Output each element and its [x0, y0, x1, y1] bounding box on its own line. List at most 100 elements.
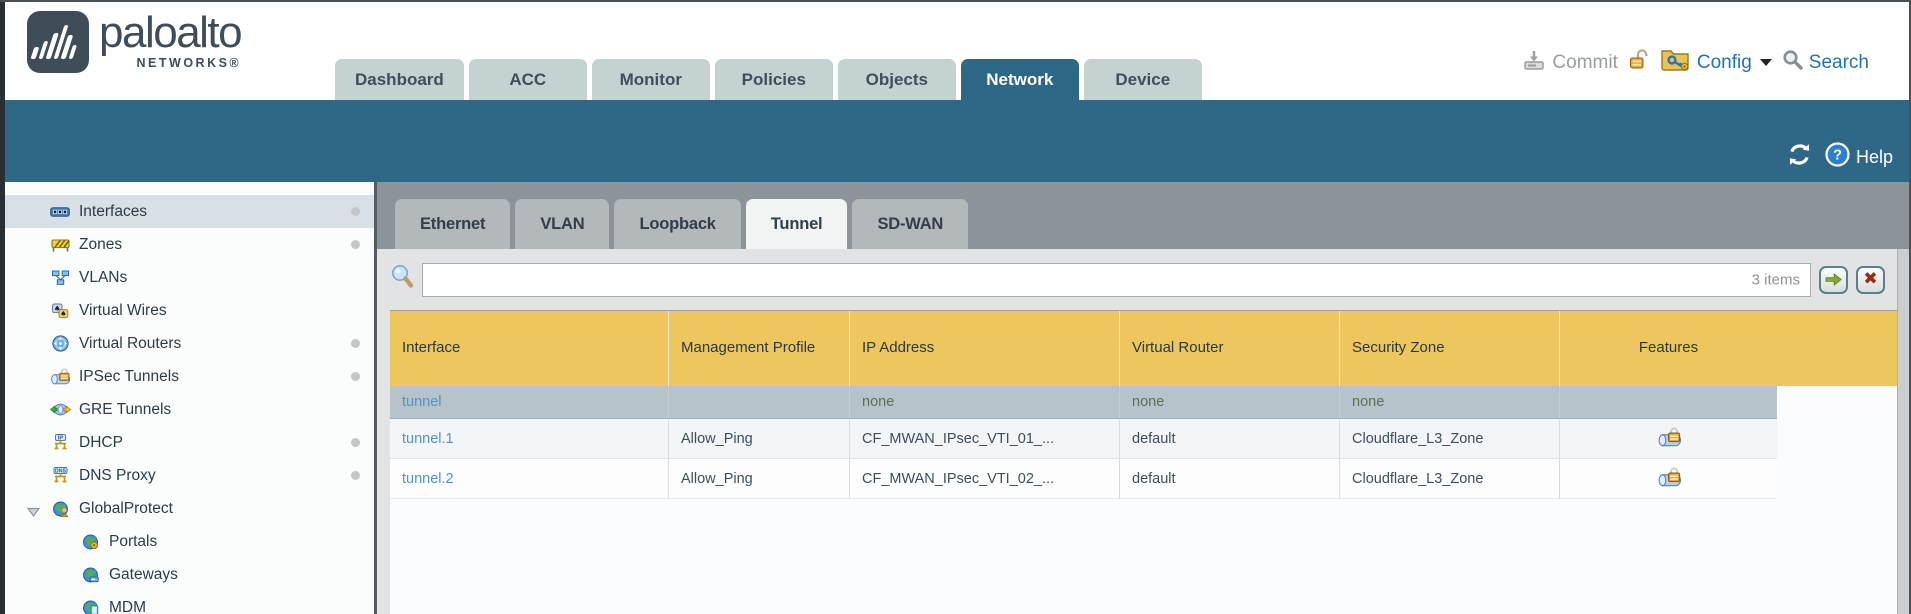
unlock-icon[interactable]: [1628, 49, 1651, 76]
status-dot: [351, 240, 360, 249]
sidebar-item-virtual-wires[interactable]: ♠♠Virtual Wires: [5, 294, 374, 327]
sidebar-item-mdm[interactable]: MDM: [5, 591, 374, 614]
sidebar-item-portals[interactable]: Portals: [5, 525, 374, 558]
mdm-icon: [79, 600, 101, 614]
nav-tab-acc[interactable]: ACC: [468, 59, 587, 100]
chevron-down-icon: [1759, 59, 1772, 66]
interface-link-text[interactable]: tunnel.2: [402, 470, 454, 487]
paloalto-logo-icon: [27, 11, 89, 73]
header-actions: Commit Config Search: [1522, 48, 1869, 77]
filter-input-box: 3 items: [422, 262, 1811, 297]
help-label: Help: [1855, 146, 1893, 167]
help-icon[interactable]: ?: [1825, 142, 1850, 172]
commit-button[interactable]: Commit: [1522, 50, 1618, 76]
virtual-router-cell: default: [1119, 419, 1339, 458]
commit-label: Commit: [1552, 51, 1618, 73]
svg-text:♠: ♠: [60, 309, 66, 317]
virtual-wires-icon: ♠♠: [49, 303, 71, 319]
ip-address-cell: CF_MWAN_IPsec_VTI_02_...: [849, 459, 1119, 498]
tunnel-lock-icon: [1656, 467, 1682, 491]
sidebar-item-label: Virtual Routers: [79, 334, 182, 352]
refresh-icon[interactable]: [1786, 143, 1813, 171]
nav-tab-device[interactable]: Device: [1083, 59, 1202, 100]
features-cell: [1559, 459, 1777, 498]
column-header-ip-address[interactable]: IP Address: [849, 311, 1119, 386]
sidebar-item-virtual-routers[interactable]: Virtual Routers: [5, 327, 374, 360]
search-label: Search: [1808, 51, 1869, 73]
clear-filter-button[interactable]: ✖: [1856, 265, 1885, 294]
nav-tab-monitor[interactable]: Monitor: [591, 59, 710, 100]
nav-tab-objects[interactable]: Objects: [837, 59, 956, 100]
management-profile-cell: [668, 386, 849, 418]
search-button[interactable]: Search: [1782, 49, 1869, 76]
search-icon: [1782, 49, 1803, 76]
filter-bar: 3 items ✖: [377, 249, 1909, 310]
nav-tab-dashboard[interactable]: Dashboard: [335, 59, 464, 100]
virtual-routers-icon: [49, 335, 71, 352]
logo-subtext: NETWORKS®: [136, 56, 242, 70]
expander-down-icon[interactable]: [26, 504, 41, 522]
column-header-security-zone[interactable]: Security Zone: [1339, 311, 1559, 386]
subtab-vlan[interactable]: VLAN: [515, 199, 610, 249]
management-profile-cell-text: Allow_Ping: [681, 430, 753, 447]
green-arrow-icon: [1825, 273, 1842, 286]
column-header-interface[interactable]: Interface: [390, 311, 668, 386]
subtab-tunnel[interactable]: Tunnel: [745, 199, 848, 249]
interface-link-text[interactable]: tunnel: [402, 394, 442, 410]
management-profile-cell: Allow_Ping: [668, 459, 849, 498]
gre-tunnels-icon: [49, 402, 71, 417]
status-dot: [351, 339, 360, 348]
sidebar-item-vlans[interactable]: VLANs: [5, 261, 374, 294]
window-left-edge: [0, 2, 5, 614]
ip-address-cell: none: [849, 386, 1119, 418]
features-cell: [1559, 386, 1777, 418]
filter-input[interactable]: [423, 263, 1810, 296]
sidebar-item-label: DNS Proxy: [79, 466, 156, 484]
dhcp-icon: IP: [49, 434, 71, 451]
subtab-loopback[interactable]: Loopback: [614, 199, 741, 249]
config-menu[interactable]: Config: [1661, 48, 1772, 77]
ip-address-cell-text: CF_MWAN_IPsec_VTI_01_...: [862, 430, 1055, 447]
status-dot: [351, 207, 360, 216]
sidebar-item-gateways[interactable]: Gateways: [5, 558, 374, 591]
management-profile-cell: Allow_Ping: [668, 419, 849, 458]
sidebar-item-label: Portals: [109, 532, 158, 550]
table-row-tunnel.1[interactable]: tunnel.1 Allow_Ping CF_MWAN_IPsec_VTI_01_.…: [390, 419, 1777, 459]
config-label: Config: [1696, 51, 1752, 73]
status-dot: [351, 471, 360, 480]
column-header-features[interactable]: Features: [1559, 311, 1777, 386]
management-profile-cell-text: Allow_Ping: [681, 470, 753, 487]
nav-tab-policies[interactable]: Policies: [714, 59, 833, 100]
virtual-router-cell-text: none: [1132, 394, 1165, 410]
ip-address-cell: CF_MWAN_IPsec_VTI_01_...: [849, 419, 1119, 458]
nav-tab-network[interactable]: Network: [960, 59, 1079, 100]
sidebar-item-interfaces[interactable]: Interfaces: [5, 195, 374, 228]
sidebar-item-label: IPSec Tunnels: [79, 367, 179, 385]
sidebar-item-label: MDM: [109, 598, 147, 614]
table-row-tunnel.2[interactable]: tunnel.2 Allow_Ping CF_MWAN_IPsec_VTI_02_.…: [390, 459, 1777, 499]
sidebar-item-globalprotect[interactable]: GlobalProtect: [5, 492, 374, 525]
column-header-label: Security Zone: [1352, 339, 1445, 357]
scrollbar-track[interactable]: [1897, 249, 1909, 614]
interface-link-text[interactable]: tunnel.1: [402, 430, 454, 447]
column-header-label: Interface: [402, 339, 461, 357]
security-zone-cell: Cloudflare_L3_Zone: [1339, 459, 1559, 498]
subtab-sd-wan[interactable]: SD-WAN: [852, 199, 969, 249]
interfaces-icon: [49, 204, 71, 219]
column-header-management-profile[interactable]: Management Profile: [668, 311, 849, 386]
globalprotect-icon: [49, 501, 71, 517]
column-header-virtual-router[interactable]: Virtual Router: [1119, 311, 1339, 386]
sidebar-item-gre-tunnels[interactable]: GRE Tunnels: [5, 393, 374, 426]
ip-address-cell-text: none: [862, 394, 895, 410]
interface-link: tunnel.2: [390, 459, 668, 498]
subtab-ethernet[interactable]: Ethernet: [395, 199, 511, 249]
security-zone-cell-text: none: [1352, 394, 1385, 410]
apply-filter-button[interactable]: [1819, 265, 1848, 294]
table-row-tunnel[interactable]: tunnel none none none: [390, 386, 1777, 419]
sidebar-item-zones[interactable]: Zones: [5, 228, 374, 261]
sidebar-item-ipsec-tunnels[interactable]: IPSec Tunnels: [5, 360, 374, 393]
